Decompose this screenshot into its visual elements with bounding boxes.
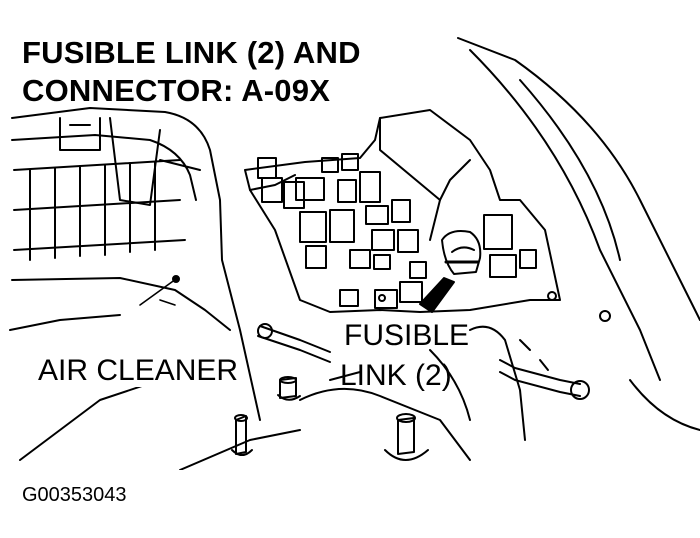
engine-bay-drawing: [9, 37, 700, 470]
fusible-link-label-line-1: FUSIBLE: [344, 319, 470, 352]
figure-id: G00353043: [22, 484, 127, 506]
diagram-title: FUSIBLE LINK (2) AND CONNECTOR: A-09X: [22, 34, 361, 110]
body-panel-outline: [457, 37, 700, 431]
callout-leaders: [139, 278, 177, 306]
air-cleaner-housing: [9, 107, 261, 461]
title-line-1: FUSIBLE LINK (2) AND: [22, 35, 361, 70]
fuse-relay-box: [244, 109, 561, 313]
air-cleaner-label: AIR CLEANER: [38, 354, 239, 387]
mounting-studs: [231, 376, 429, 461]
battery-cable: [257, 323, 590, 441]
fusible-link-label-line-2: LINK (2): [340, 359, 452, 392]
lower-engine-outline: [179, 349, 471, 470]
title-line-2: CONNECTOR: A-09X: [22, 73, 331, 108]
